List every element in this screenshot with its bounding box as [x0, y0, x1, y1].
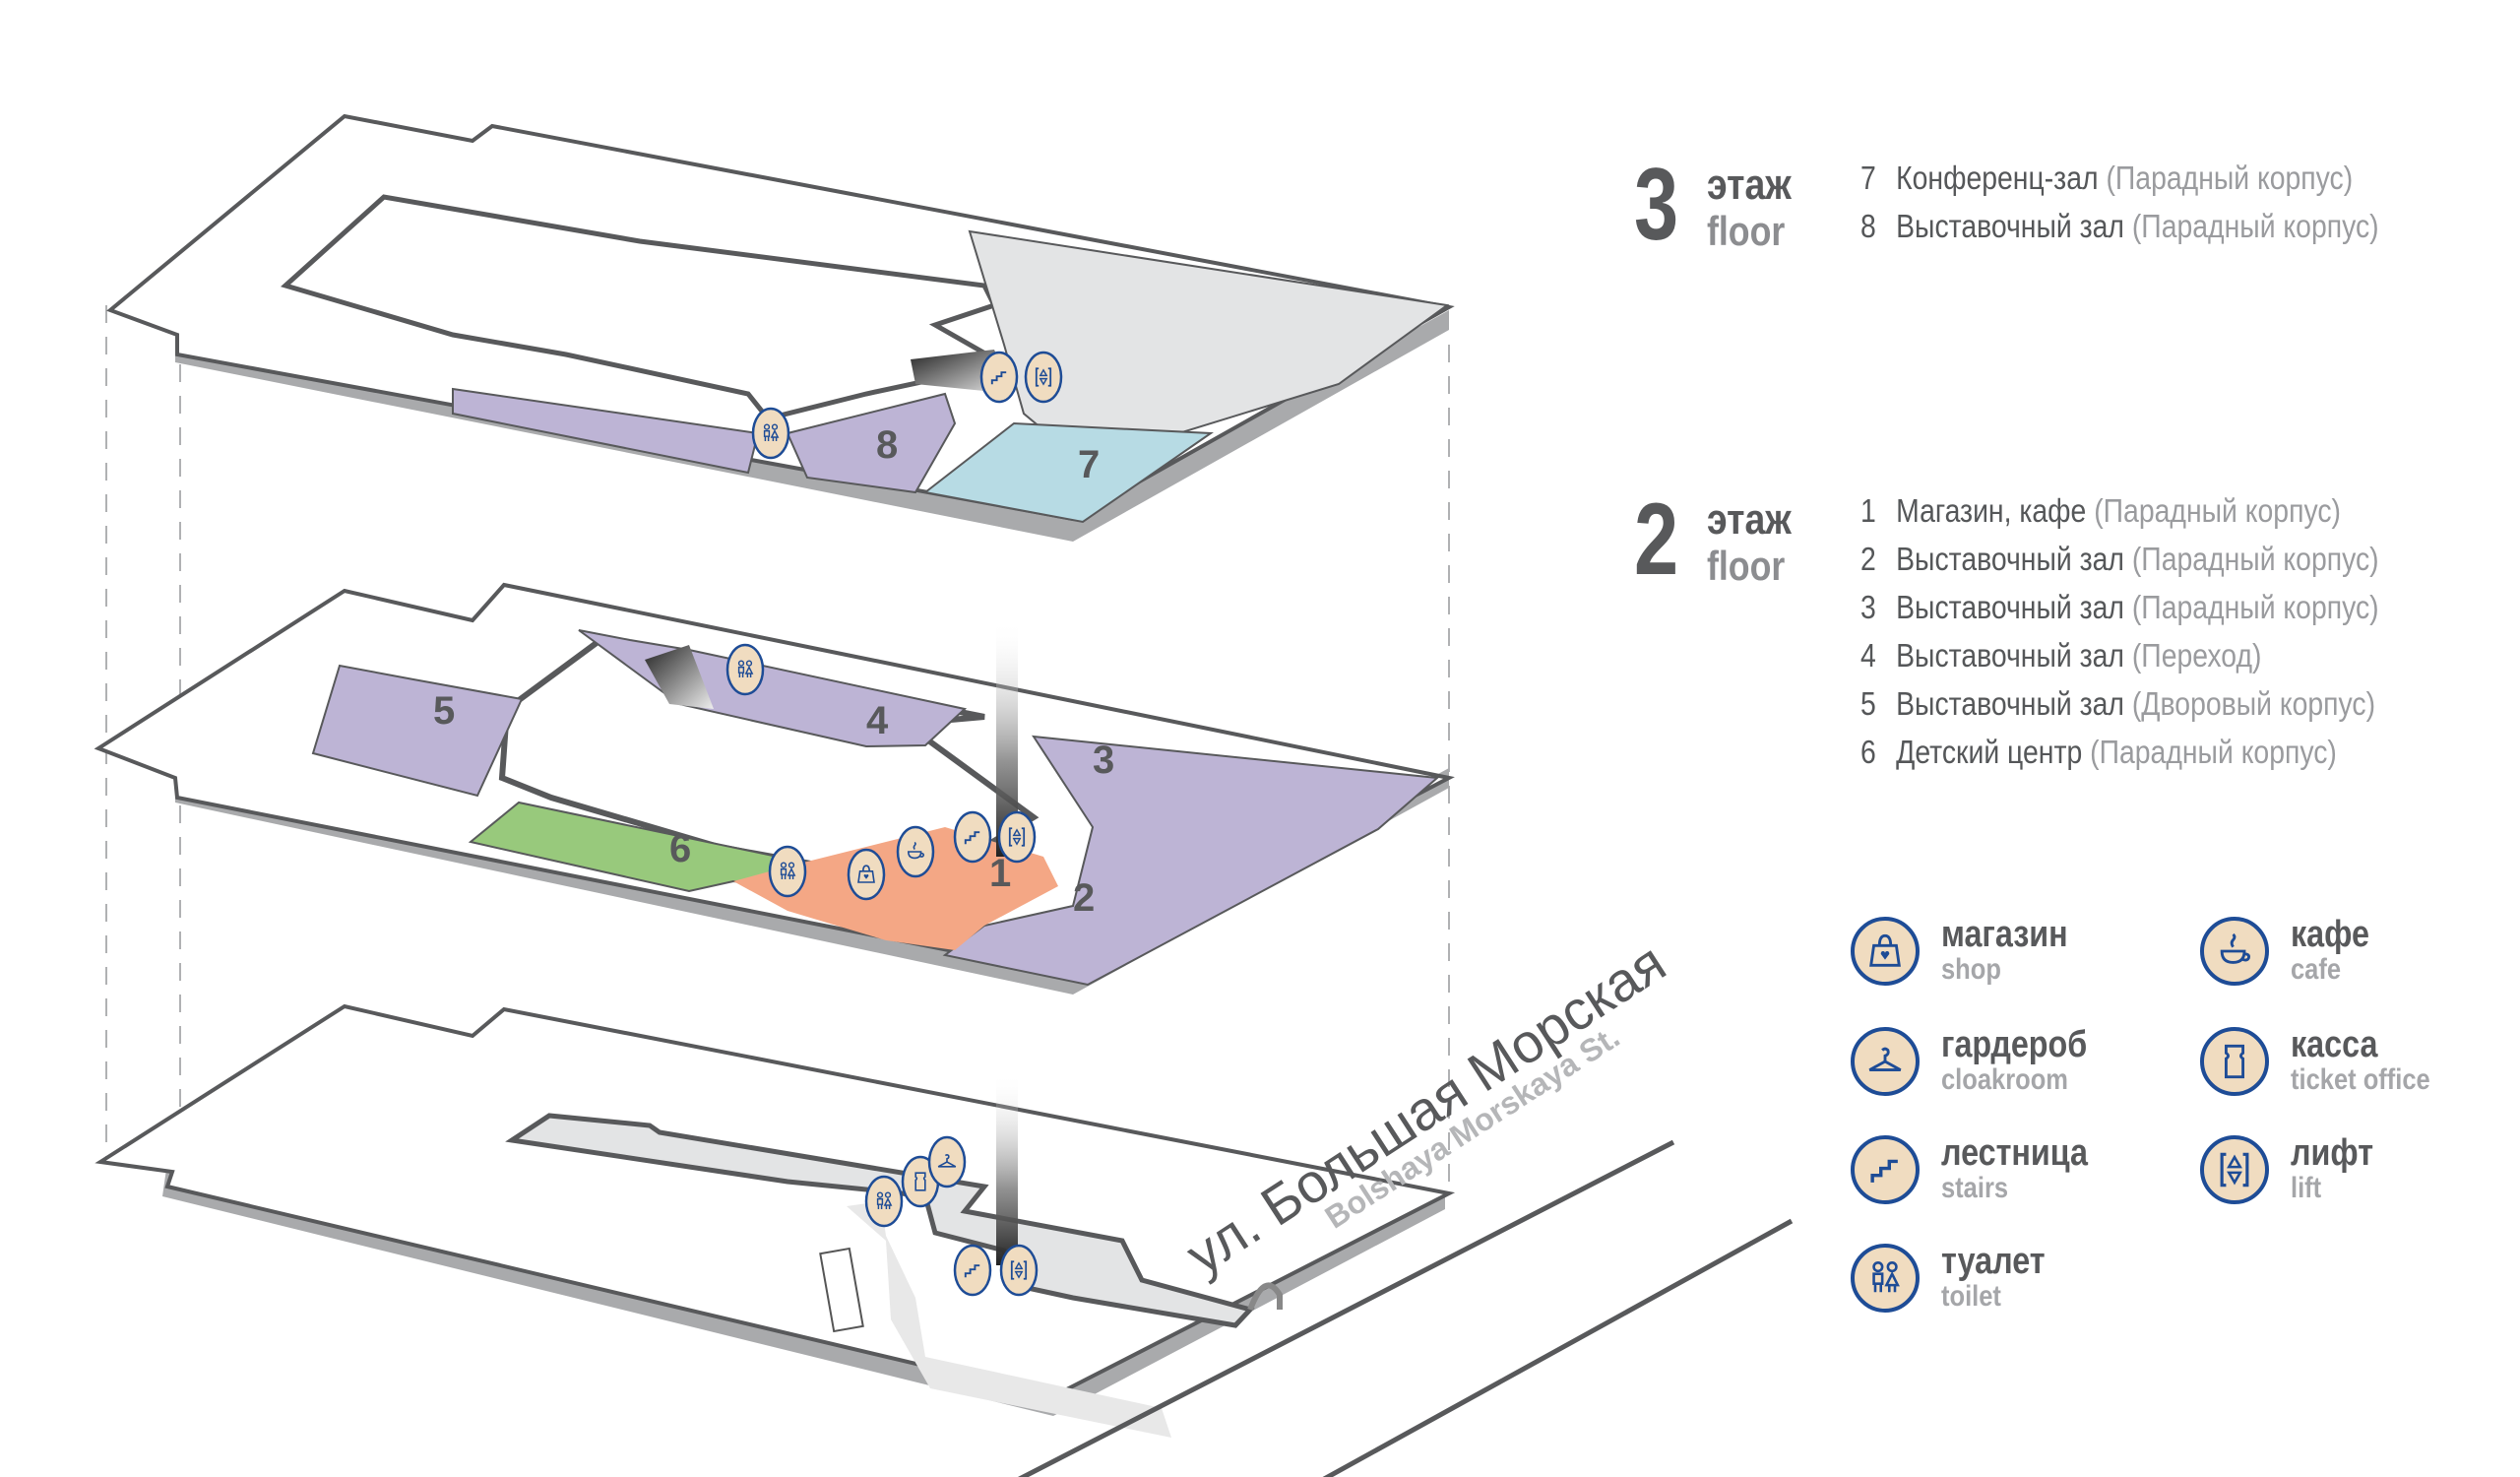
ticket-office-icon: [2200, 1027, 2269, 1096]
floor-2-plan: 5 4 3 2 1 6: [94, 582, 1455, 995]
lift-icon: [2200, 1135, 2269, 1204]
map-poi-cloakroom-f1[interactable]: [927, 1135, 967, 1188]
floor-3-label-en: floor: [1707, 208, 1786, 254]
map-poi-toilet-f3[interactable]: [751, 407, 790, 460]
map-poi-lift-f3[interactable]: [1024, 351, 1063, 404]
toilet-icon: [1851, 1244, 1920, 1313]
room-label-3: 3: [1093, 738, 1114, 782]
map-poi-toilet-f1[interactable]: [864, 1175, 904, 1228]
map-poi-toilet-f2-north[interactable]: [725, 643, 765, 696]
room-label-7: 7: [1078, 443, 1100, 486]
map-poi-shop-f2[interactable]: [847, 848, 886, 901]
map-poi-toilet-f2-south[interactable]: [768, 845, 807, 898]
map-poi-stairs-f1[interactable]: [953, 1244, 992, 1297]
map-poi-lift-f2[interactable]: [997, 810, 1037, 864]
room-label-4: 4: [866, 699, 889, 742]
floor-2-label-en: floor: [1707, 543, 1786, 589]
shop-icon: [1851, 917, 1920, 986]
floor-2-heading: 2 этаж floor: [1634, 482, 1806, 597]
floor-2-label-ru: этаж: [1707, 495, 1792, 544]
floor-3-plan: 8 7: [106, 113, 1455, 542]
map-poi-stairs-f2[interactable]: [953, 810, 992, 864]
map-poi-lift-f1[interactable]: [999, 1244, 1039, 1297]
cafe-icon: [2200, 917, 2269, 986]
map-poi-stairs-f3[interactable]: [979, 351, 1019, 404]
floor-3-heading: 3 этаж floor: [1634, 148, 1806, 262]
cloakroom-icon: [1851, 1027, 1920, 1096]
floor-2-number: 2: [1634, 482, 1678, 597]
floor-1-plan: [94, 1003, 1794, 1477]
room-label-8: 8: [876, 423, 898, 467]
floor-3-number: 3: [1634, 148, 1678, 262]
map-poi-cafe-f2[interactable]: [896, 825, 935, 878]
floor-3-label-ru: этаж: [1707, 161, 1792, 209]
room-label-1: 1: [989, 852, 1011, 895]
stairs-icon: [1851, 1135, 1920, 1204]
room-label-5: 5: [433, 689, 455, 733]
floor-connector-lines: [105, 305, 1450, 1182]
room-label-2: 2: [1073, 876, 1095, 920]
room-label-6: 6: [669, 827, 691, 870]
